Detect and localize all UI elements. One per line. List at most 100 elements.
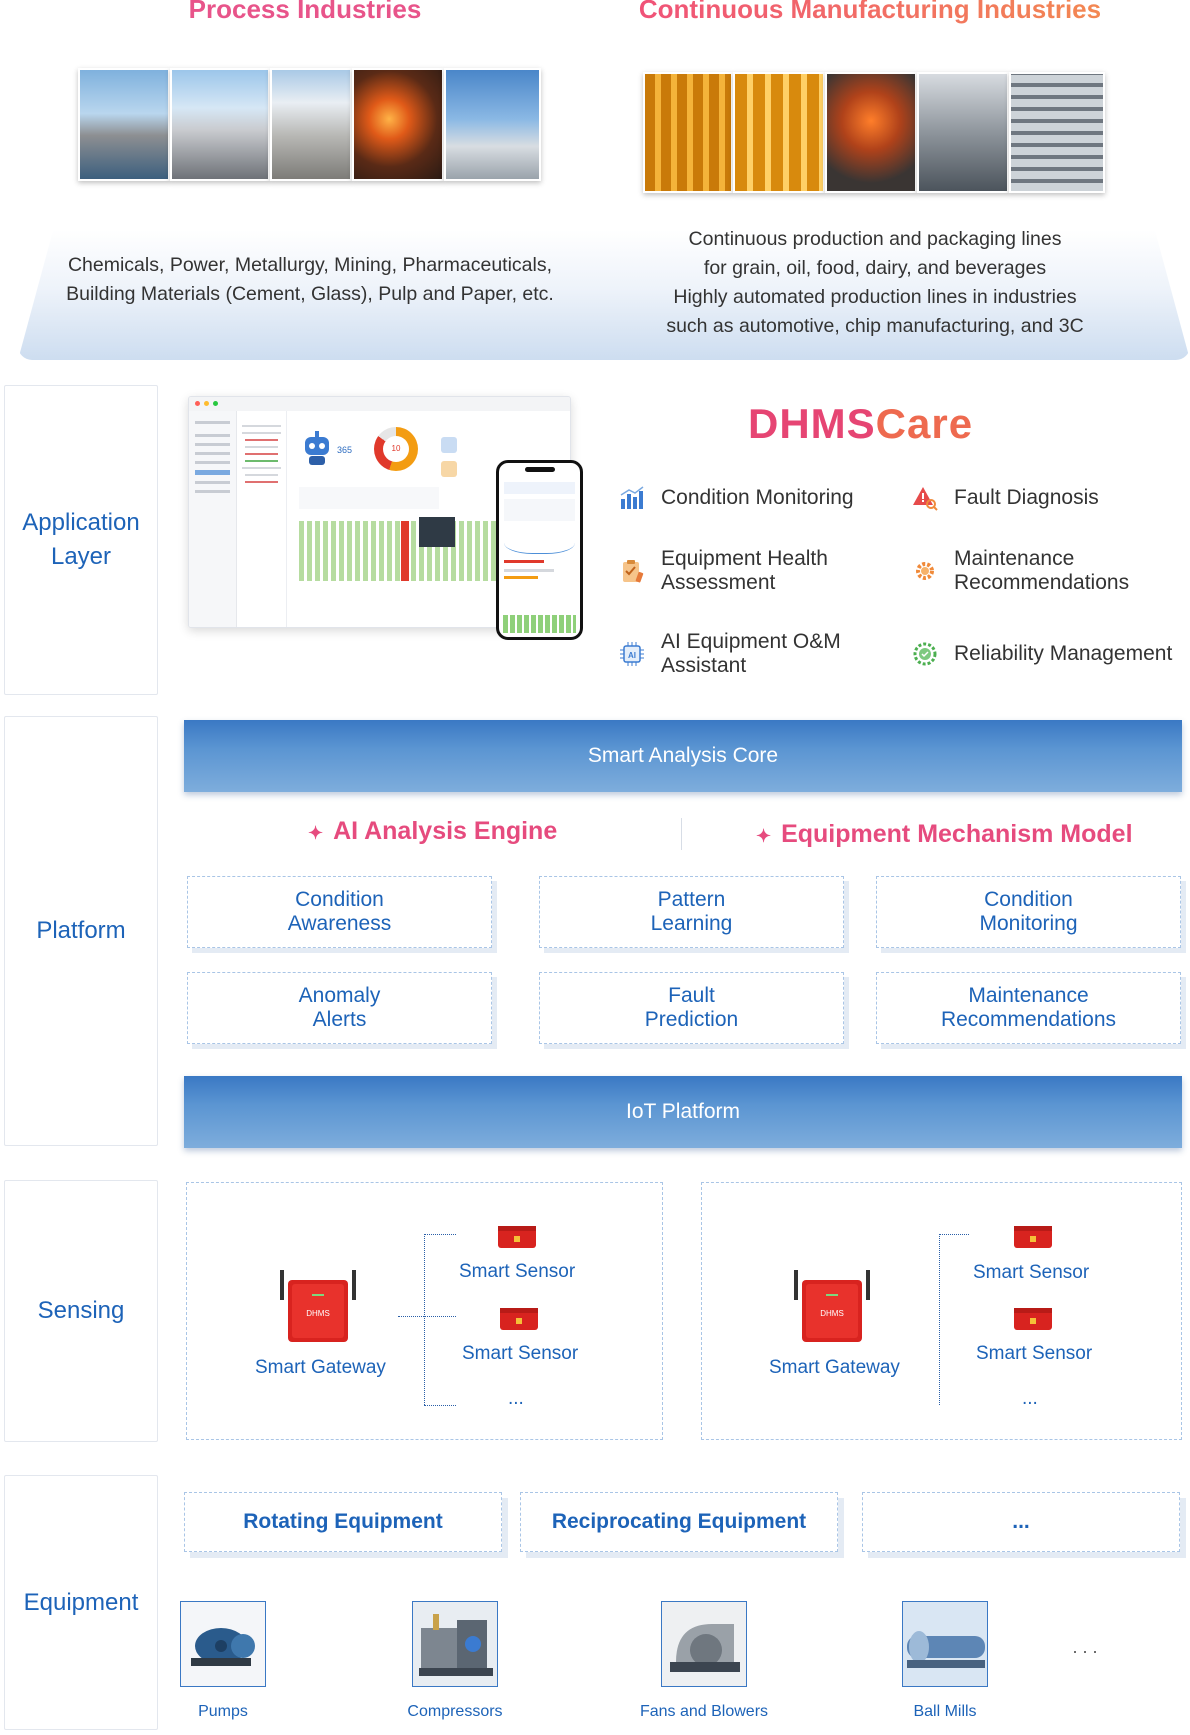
sensor-label: Smart Sensor xyxy=(976,1343,1093,1364)
feature-label: Condition Monitoring xyxy=(661,486,854,509)
cooling-tower-image xyxy=(270,68,352,181)
compressors-label: Compressors xyxy=(407,1703,503,1720)
panel-icon xyxy=(441,461,457,477)
dashboard-tree xyxy=(237,411,287,627)
smart-gateway-icon: DHMS xyxy=(280,1270,356,1342)
dash-stat-value: 365 xyxy=(337,445,353,455)
pumps-label: Pumps xyxy=(198,1703,248,1720)
mechanism-label: Equipment Mechanism Model xyxy=(781,820,1133,848)
dhms-care-logo: DHMSCare xyxy=(748,400,973,448)
sparkle-icon: ✦ xyxy=(308,823,324,843)
maximize-dot-icon xyxy=(213,401,218,406)
cell-line: Fault xyxy=(668,984,715,1007)
phone-bar-chart xyxy=(503,615,576,633)
sensing-layer-label: Sensing xyxy=(4,1180,158,1442)
feature-label: Fault Diagnosis xyxy=(954,486,1099,509)
ai-analysis-engine-title: ✦ AI Analysis Engine xyxy=(308,817,557,846)
continuous-desc-line: Highly automated production lines in ind… xyxy=(673,286,1077,308)
cell-line: Monitoring xyxy=(979,912,1078,935)
panel-icon xyxy=(441,437,457,453)
connector-line xyxy=(939,1234,969,1235)
more-equipment-cell: ... xyxy=(862,1492,1180,1552)
phone-notch xyxy=(524,467,555,472)
continuous-industries-description: Continuous production and packaging line… xyxy=(630,225,1120,341)
cell-line: Maintenance xyxy=(968,984,1089,1007)
ai-chip-icon: AI xyxy=(620,642,644,666)
rotating-equipment-cell: Rotating Equipment xyxy=(184,1492,502,1552)
cell-line: Condition xyxy=(295,888,384,911)
connector-line xyxy=(424,1405,456,1406)
feature-label: Equipment Health xyxy=(661,547,828,570)
continuous-desc-line: Continuous production and packaging line… xyxy=(688,228,1062,250)
clipboard-icon xyxy=(623,560,644,583)
smart-sensor-icon xyxy=(500,1308,538,1330)
svg-text:AI: AI xyxy=(628,651,636,660)
packaging-line-image xyxy=(1009,72,1105,193)
shield-gear-icon xyxy=(913,642,937,666)
continuous-industries-photos xyxy=(643,72,1105,193)
cell-line: Prediction xyxy=(644,1008,739,1031)
phone-stats xyxy=(504,499,575,521)
chip-manufacturing-image xyxy=(917,72,1009,193)
label-line: Layer xyxy=(50,543,112,570)
label-line: Application xyxy=(22,509,140,536)
fans-blowers-label: Fans and Blowers xyxy=(639,1703,769,1720)
refinery-towers-image xyxy=(444,68,541,181)
process-industries-title: Process Industries xyxy=(188,0,422,24)
feature-label: Assistant xyxy=(661,654,747,677)
phone-list-item xyxy=(504,576,538,579)
minimize-dot-icon xyxy=(204,401,209,406)
mobile-app-screenshot xyxy=(496,460,583,640)
chemical-plant-image xyxy=(78,68,170,181)
warning-search-icon xyxy=(913,487,938,511)
industries-band xyxy=(18,230,1190,360)
gateway-brand: DHMS xyxy=(306,1309,330,1318)
feature-fault-diagnosis: Fault Diagnosis xyxy=(912,485,1099,511)
connector-line xyxy=(424,1234,456,1235)
donut-value: 10 xyxy=(383,436,409,462)
tooltip-box xyxy=(419,517,455,547)
logo-care: Care xyxy=(875,400,974,447)
process-industries-description: Chemicals, Power, Metallurgy, Mining, Ph… xyxy=(40,251,580,309)
donut-chart: 10 xyxy=(374,427,418,471)
more-sensors: ... xyxy=(1022,1388,1038,1409)
feature-label: Recommendations xyxy=(954,571,1130,594)
connector-line xyxy=(398,1316,456,1317)
process-desc-line: Chemicals, Power, Metallurgy, Mining, Ph… xyxy=(67,254,553,276)
continuous-desc-line: for grain, oil, food, dairy, and beverag… xyxy=(703,257,1047,279)
continuous-desc-line: such as automotive, chip manufacturing, … xyxy=(666,315,1084,337)
feature-label: Reliability Management xyxy=(954,642,1173,665)
pump-image xyxy=(180,1601,266,1687)
platform-layer-label: Platform xyxy=(4,716,158,1146)
gateway-label: Smart Gateway xyxy=(255,1357,386,1378)
mechanism-model-title: ✦Equipment Mechanism Model xyxy=(756,820,1133,849)
smart-sensor-icon xyxy=(498,1226,536,1248)
window-titlebar xyxy=(189,397,570,411)
more-sensors: ... xyxy=(508,1388,524,1409)
ball-mill-image xyxy=(902,1601,988,1687)
phone-list-item xyxy=(504,569,554,572)
iot-platform-bar: IoT Platform xyxy=(184,1076,1182,1148)
process-industries-photos xyxy=(78,68,541,181)
robot-icon xyxy=(299,429,335,467)
refinery-spheres-image xyxy=(170,68,270,181)
cell-line: Alerts xyxy=(312,1008,367,1031)
gear-icon xyxy=(916,562,934,580)
reciprocating-equipment-cell: Reciprocating Equipment xyxy=(520,1492,838,1552)
phone-list-item xyxy=(504,560,544,563)
logo-dhms: DHMS xyxy=(748,400,876,447)
more-equipment-items: . . . xyxy=(1072,1637,1098,1657)
ai-engine-label: AI Analysis Engine xyxy=(333,817,558,845)
feature-reliability-management: Reliability Management xyxy=(912,641,1172,667)
ball-mills-label: Ball Mills xyxy=(913,1703,977,1720)
connector-line xyxy=(424,1234,425,1405)
continuous-industries-title: Continuous Manufacturing Industries xyxy=(620,0,1120,25)
status-cards xyxy=(299,487,439,509)
dashboard-sidebar xyxy=(189,411,237,627)
cell-line: Awareness xyxy=(287,912,392,935)
